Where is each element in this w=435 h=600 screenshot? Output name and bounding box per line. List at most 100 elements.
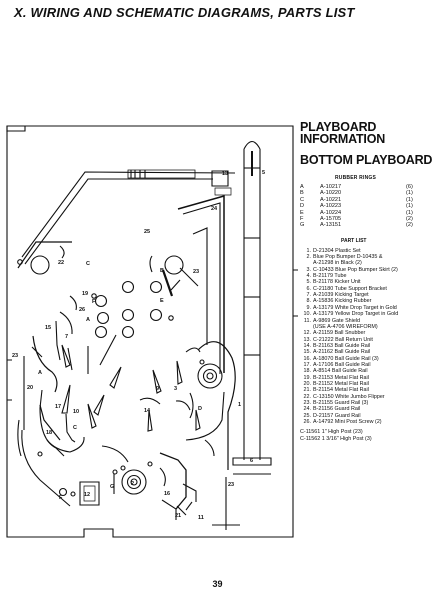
part-row: 5.B-21178 Kicker Unit bbox=[300, 279, 432, 285]
rubber-ring-qty: (2) bbox=[406, 222, 413, 229]
part-row: 12.A-21159 Ball Snubber bbox=[300, 330, 432, 336]
rubber-ring-qty: (1) bbox=[406, 203, 413, 210]
part-description: Blue Pop Bumper D-10435 & bbox=[313, 254, 383, 261]
label-2: 2 bbox=[131, 481, 134, 487]
rubber-ring-qty: (2) bbox=[406, 215, 413, 222]
part-row: 8.A-15836 Kicking Rubber bbox=[300, 298, 432, 304]
label-23-upper: 23 bbox=[193, 269, 199, 275]
label-b: B bbox=[160, 268, 164, 274]
part-row: 15.A-21162 Ball Guide Rail bbox=[300, 349, 432, 355]
rubber-ring-row: F A-15705 (2) bbox=[300, 216, 432, 222]
rubber-ring-key: C bbox=[300, 196, 305, 203]
part-number: 15. bbox=[303, 349, 312, 356]
part-description: C-21180 Tube Support Bracket bbox=[313, 285, 387, 292]
label-g: G bbox=[110, 484, 114, 490]
part-number: 2. bbox=[306, 254, 312, 261]
label-10: 10 bbox=[73, 409, 79, 415]
part-description: C-21222 Ball Return Unit bbox=[313, 336, 373, 343]
part-number: 9. bbox=[306, 304, 312, 311]
part-row: 17.A-17106 Ball Guide Rail bbox=[300, 362, 432, 368]
rubber-ring-qty: (1) bbox=[406, 196, 413, 203]
part-description: A-21159 Ball Snubber bbox=[313, 330, 366, 337]
label-21: 21 bbox=[175, 513, 181, 519]
rubber-ring-key: F bbox=[300, 215, 304, 222]
label-f-upper: F bbox=[92, 299, 96, 305]
part-row: 4.B-21179 Tube bbox=[300, 273, 432, 279]
part-description: A-21298 in Black (2) bbox=[313, 260, 362, 267]
part-description: A-9869 Gate Shield bbox=[313, 317, 361, 324]
label-e: E bbox=[160, 298, 164, 304]
playfield-outline bbox=[6, 125, 294, 538]
part-number: 13. bbox=[303, 336, 312, 343]
part-description: B-21154 Metal Flat Rail bbox=[313, 387, 369, 394]
rubber-ring-part: A-10217 bbox=[320, 184, 342, 190]
rubber-ring-qty: (6) bbox=[406, 184, 413, 190]
label-22: 22 bbox=[58, 260, 64, 266]
label-a-upper: A bbox=[86, 317, 90, 323]
label-7: 7 bbox=[65, 334, 68, 340]
label-19: 19 bbox=[82, 291, 88, 297]
rubber-ring-qty: (1) bbox=[406, 190, 413, 197]
part-row: 2.Blue Pop Bumper D-10435 & bbox=[300, 254, 432, 260]
label-6: 6 bbox=[250, 458, 253, 464]
info-title-line1: PLAYBOARD bbox=[300, 120, 377, 134]
label-24: 24 bbox=[211, 206, 218, 212]
part-description: B-21156 Guard Rail bbox=[313, 406, 361, 413]
part-row: 7.A-21039 Kicking Target bbox=[300, 292, 432, 298]
post-row: C-11561 1" High Post (23) bbox=[300, 429, 363, 436]
part-row: 25.D-21157 Guard Rail bbox=[300, 413, 432, 419]
label-a-left: A bbox=[38, 370, 42, 376]
part-description: (USE A-4706 WIREFORM) bbox=[313, 323, 378, 330]
part-description: A-17106 Ball Guide Rail bbox=[313, 361, 371, 368]
part-row: 10.A-13179 Yellow Drop Target in Gold bbox=[300, 311, 432, 317]
part-row: 16.A-18070 Ball Guide Rail (3) bbox=[300, 356, 432, 362]
part-number: 18. bbox=[303, 368, 312, 375]
rubber-rings-heading: RUBBER RINGS bbox=[335, 175, 377, 181]
playboard-info-panel: PLAYBOARD INFORMATION BOTTOM PLAYBOARD R… bbox=[300, 121, 432, 443]
info-title-line2: INFORMATION bbox=[300, 132, 386, 146]
label-9: 9 bbox=[156, 386, 159, 392]
label-25: 25 bbox=[144, 229, 150, 235]
part-row: (USE A-4706 WIREFORM) bbox=[300, 324, 432, 330]
part-row: 18.A-8514 Ball Guide Rail bbox=[300, 368, 432, 374]
part-number: 16. bbox=[303, 355, 312, 362]
part-description: A-21162 Ball Guide Rail bbox=[313, 349, 371, 356]
label-20: 20 bbox=[27, 385, 33, 391]
part-description: D-21304 Plastic Set bbox=[313, 247, 361, 254]
part-number: 6. bbox=[306, 285, 312, 292]
part-row: 26.A-14792 Mini Post Screw (2) bbox=[300, 419, 432, 425]
label-17: 17 bbox=[55, 404, 61, 410]
page-number: 39 bbox=[212, 579, 223, 589]
part-number: 26. bbox=[303, 419, 312, 426]
part-number: 1. bbox=[306, 247, 312, 254]
label-d: D bbox=[198, 406, 202, 412]
part-number: 20. bbox=[303, 380, 312, 387]
part-description: A-21039 Kicking Target bbox=[313, 292, 369, 299]
part-number: 12. bbox=[303, 330, 312, 337]
part-description: A-8514 Ball Guide Rail bbox=[313, 368, 368, 375]
part-number: 10. bbox=[303, 311, 312, 318]
part-description: B-21153 Metal Flat Rail bbox=[313, 374, 369, 381]
part-row: 24.B-21156 Guard Rail bbox=[300, 406, 432, 412]
part-row: 23.B-21155 Guard Rail (3) bbox=[300, 400, 432, 406]
rubber-ring-part: A-10224 bbox=[320, 209, 342, 216]
part-number: 19. bbox=[303, 374, 312, 381]
page-title: X. WIRING AND SCHEMATIC DIAGRAMS, PARTS … bbox=[14, 5, 355, 20]
rubber-ring-part: A-15705 bbox=[320, 215, 342, 222]
part-number: 21. bbox=[303, 387, 312, 394]
part-description: A-14792 Mini Post Screw (2) bbox=[313, 419, 382, 426]
part-description: C-10433 Blue Pop Bumper Skirt (2) bbox=[313, 266, 398, 273]
label-3: 3 bbox=[174, 386, 177, 392]
part-description: A-13179 White Drop Target in Gold bbox=[313, 304, 397, 311]
part-description: B-21155 Guard Rail (3) bbox=[313, 399, 369, 406]
part-row: 1.D-21304 Plastic Set bbox=[300, 248, 432, 254]
label-f-lower: F bbox=[59, 495, 63, 501]
label-c-upper: C bbox=[86, 261, 90, 267]
